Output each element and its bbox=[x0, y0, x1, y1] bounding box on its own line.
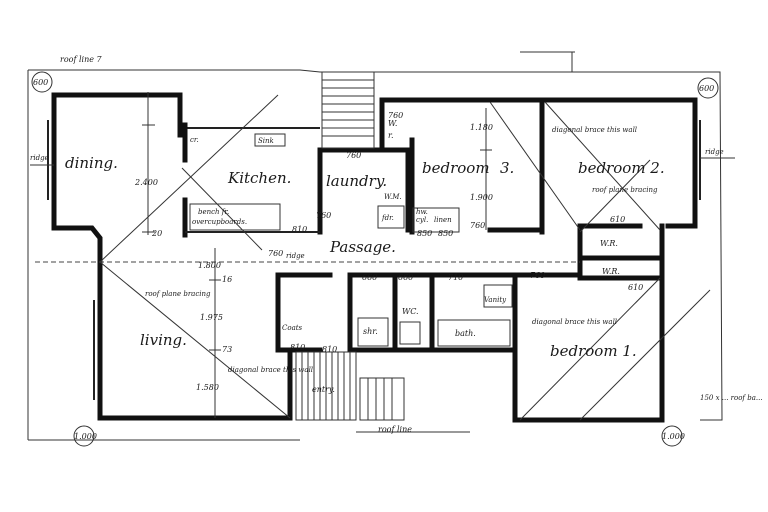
dim-73: 73 bbox=[222, 345, 232, 354]
wc-label: WC. bbox=[402, 307, 419, 316]
room-label-dining: dining. bbox=[65, 154, 118, 172]
dim-1900: 1.900 bbox=[470, 193, 493, 202]
dim-760-f: 760 bbox=[530, 271, 545, 280]
room-label-laundry: laundry. bbox=[326, 172, 387, 190]
dimension-lines bbox=[142, 92, 492, 418]
dim-1800: 1.800 bbox=[198, 261, 221, 270]
diag-brace-living-label: diagonal brace this wall bbox=[228, 366, 313, 374]
grid-marker-tr bbox=[697, 77, 719, 99]
grid-marker-tl bbox=[31, 71, 53, 93]
wm-label: W.M. bbox=[384, 193, 402, 201]
walls bbox=[51, 92, 698, 423]
dim-760-b: 760 bbox=[388, 111, 403, 120]
shower-label: shr. bbox=[363, 327, 378, 336]
roof-plane-bed2-label: roof plane bracing bbox=[592, 186, 658, 194]
room-label-kitchen: Kitchen. bbox=[227, 169, 291, 187]
cyl-label: cyl. bbox=[416, 216, 428, 224]
room-label-living: living. bbox=[140, 331, 187, 349]
dim-660-a: 660 bbox=[362, 273, 377, 282]
dim-810-c: 810 bbox=[290, 343, 305, 352]
diag-brace-bed1-label: diagonal brace this wall bbox=[532, 318, 617, 326]
hw-label: hw. bbox=[416, 208, 428, 216]
dim-1975: 1.975 bbox=[200, 313, 223, 322]
dim-760-a: 760 bbox=[346, 151, 361, 160]
roof-line-top-label: roof line 7 bbox=[60, 55, 103, 64]
dim-760-d: 760 bbox=[268, 249, 283, 258]
dim-810-b: 810 bbox=[322, 345, 337, 354]
entry-hatch bbox=[295, 351, 470, 433]
dim-600-tl: 600 bbox=[33, 78, 48, 87]
room-label-bedroom-3: bedroom bbox=[422, 159, 490, 177]
room-label-bedroom-2: bedroom 2. bbox=[578, 159, 665, 177]
grid-markers bbox=[31, 71, 719, 447]
dim-16: 16 bbox=[222, 275, 232, 284]
bench-label: bench fr. bbox=[198, 208, 229, 216]
grid-marker-br bbox=[661, 425, 683, 447]
dim-1580: 1.580 bbox=[196, 383, 219, 392]
wardrobe-bed2-label: W.R. bbox=[600, 239, 618, 248]
bath-label: bath. bbox=[455, 329, 476, 338]
windows bbox=[47, 120, 701, 400]
dim-1180: 1.180 bbox=[470, 123, 493, 132]
bracing-lines bbox=[99, 94, 711, 421]
dim-1000-br: 1.000 bbox=[662, 432, 685, 441]
dim-760-e: 760 bbox=[470, 221, 485, 230]
wardrobe-r-label: r. bbox=[388, 131, 394, 140]
dim-610-a: 610 bbox=[610, 215, 625, 224]
dim-600-tr: 600 bbox=[699, 84, 714, 93]
coats-label: Coats bbox=[282, 324, 303, 332]
stairs-top bbox=[321, 71, 375, 149]
wardrobe-w-label: W. bbox=[388, 119, 397, 128]
passage-label: Passage. bbox=[329, 238, 396, 256]
dim-1000-bl: 1.000 bbox=[74, 432, 97, 441]
diag-brace-bed2-label: diagonal brace this wall bbox=[552, 126, 637, 134]
dim-850-b: 850 bbox=[438, 229, 453, 238]
dim-850-a: 850 bbox=[417, 229, 432, 238]
roof-plane-living-label: roof plane bracing bbox=[145, 290, 211, 298]
roof-outline bbox=[27, 51, 723, 441]
labels: dining. Kitchen. laundry. bedroom 3. bed… bbox=[30, 55, 763, 441]
cr-label: cr. bbox=[190, 136, 199, 144]
dim-760-c: 760 bbox=[316, 211, 331, 220]
ridge-right-label: ridge bbox=[705, 148, 724, 156]
dim-610-b: 610 bbox=[628, 283, 643, 292]
room-label-bedroom-3-num: 3. bbox=[500, 159, 514, 177]
fixtures bbox=[189, 133, 513, 347]
room-label-bedroom-1: bedroom 1. bbox=[550, 342, 637, 360]
roof-line-bottom-label: roof line bbox=[378, 425, 412, 434]
vanity-label: Vanity bbox=[484, 296, 507, 304]
dim-2400: 2.400 bbox=[134, 178, 158, 187]
overcupboards-label: overcupboards. bbox=[192, 218, 247, 226]
dim-660-b: 660 bbox=[398, 273, 413, 282]
ridge-lines bbox=[30, 157, 735, 263]
grid-marker-bl bbox=[73, 425, 95, 447]
dim-810-a: 810 bbox=[292, 225, 307, 234]
dim-710: 710 bbox=[448, 273, 463, 282]
entry-label: entry. bbox=[312, 385, 335, 394]
dim-20: 20 bbox=[151, 229, 162, 238]
ridge-mid-label: ridge bbox=[286, 252, 305, 260]
note-right-label: 150 x ... roof ba... bbox=[700, 394, 763, 402]
linen-label: linen bbox=[434, 216, 452, 224]
sink-label: Sink bbox=[258, 137, 274, 145]
wardrobe-bed1-label: W.R. bbox=[602, 267, 620, 276]
fdr-label: fdr. bbox=[381, 214, 394, 222]
ridge-left-label: ridge bbox=[30, 154, 49, 162]
